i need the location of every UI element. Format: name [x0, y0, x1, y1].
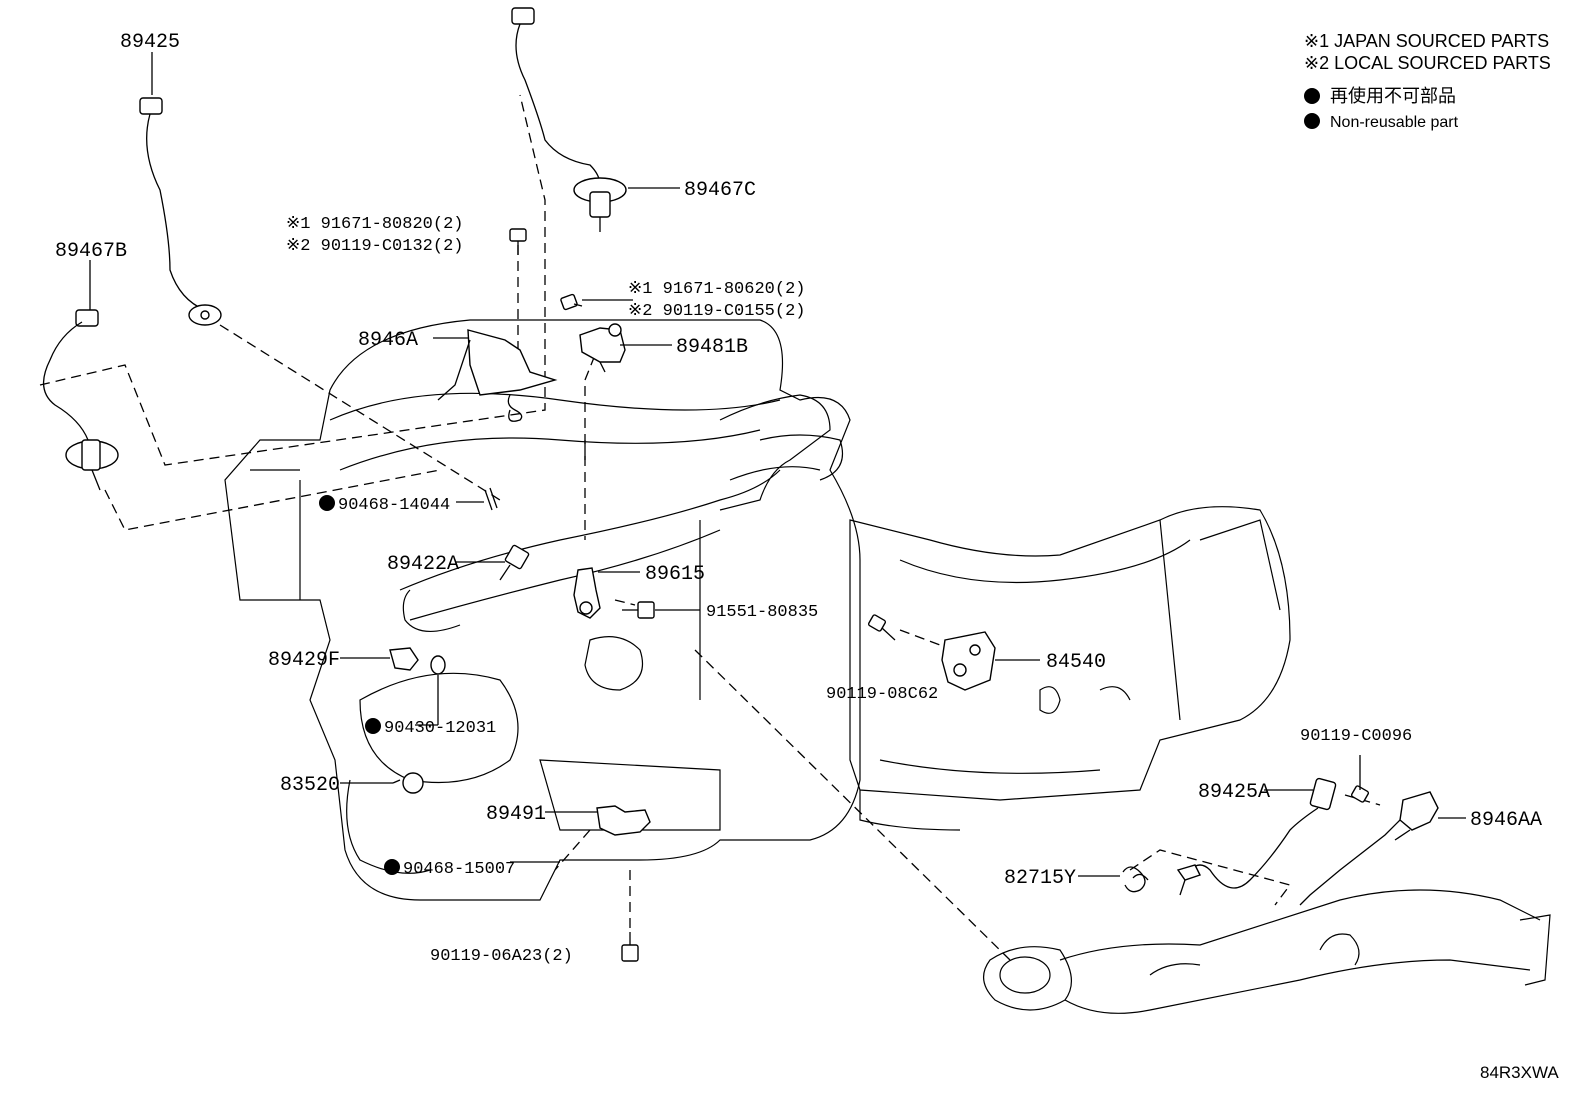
leader-lines — [89, 52, 1466, 877]
legend: ※1 JAPAN SOURCED PARTS ※2 LOCAL SOURCED … — [1304, 31, 1551, 131]
oxygen-sensor-89425A — [1176, 777, 1337, 896]
label-89481B: 89481B — [676, 336, 748, 359]
label-89467B: 89467B — [55, 240, 127, 263]
bracket-8946AA — [1299, 791, 1439, 906]
label-83520: 83520 — [280, 774, 340, 797]
nonreusable-dot-icon — [384, 859, 400, 875]
label-90468-14044: 90468-14044 — [338, 496, 450, 515]
temp-sensor-89422A — [499, 544, 530, 581]
bolt-91671-80820 — [509, 228, 527, 255]
label-90119-06A23: 90119-06A23(2) — [430, 947, 573, 966]
label-89491: 89491 — [486, 803, 546, 826]
oxygen-sensor-89467C — [511, 7, 627, 232]
label-82715Y: 82715Y — [1004, 867, 1076, 890]
knock-sensor-89615 — [573, 567, 601, 619]
legend-nonreusable-english: Non-reusable part — [1330, 114, 1459, 131]
label-89429F: 89429F — [268, 649, 340, 672]
label-bolt-1-local: ※2 90119-C0132(2) — [286, 237, 463, 256]
bolt-90119-06A23 — [621, 932, 639, 962]
oxygen-sensor-89425 — [139, 97, 222, 326]
label-90119-08C62: 90119-08C62 — [826, 685, 938, 704]
label-90119-C0096: 90119-C0096 — [1300, 727, 1412, 746]
label-bolt-2-japan: ※1 91671-80620(2) — [628, 280, 805, 299]
label-91551-80835: 91551-80835 — [706, 603, 818, 622]
label-89425A: 89425A — [1198, 781, 1270, 804]
exhaust-pipe — [983, 889, 1551, 1014]
reference-lines — [39, 94, 1381, 961]
label-84540: 84540 — [1046, 651, 1106, 674]
illustration-reference-code: 84R3XWA — [1480, 1063, 1559, 1082]
sensor-89491 — [596, 805, 651, 836]
clamp-90468-14044 — [484, 487, 498, 511]
bolt-90119-08C62 — [867, 614, 896, 641]
nonreusable-dot-icon — [1304, 113, 1320, 129]
label-89425: 89425 — [120, 31, 180, 54]
sensor-89429F — [389, 647, 446, 675]
nonreusable-dot-icon — [319, 495, 335, 511]
switch-84540 — [941, 631, 996, 691]
bolt-91551-80835 — [622, 601, 655, 619]
legend-japan-sourced: ※1 JAPAN SOURCED PARTS — [1304, 31, 1549, 51]
label-89615: 89615 — [645, 563, 705, 586]
label-89422A: 89422A — [387, 553, 459, 576]
label-bolt-1-japan: ※1 91671-80820(2) — [286, 215, 463, 234]
sender-83520 — [392, 772, 424, 794]
nonreusable-dot-icon — [1304, 88, 1320, 104]
oxygen-sensor-89467B — [43, 309, 119, 491]
legend-local-sourced: ※2 LOCAL SOURCED PARTS — [1304, 53, 1551, 73]
label-89467C: 89467C — [684, 179, 756, 202]
bolt-91671-80620 — [560, 293, 583, 311]
clamp-82715Y — [1122, 866, 1149, 893]
label-90430-12031: 90430-12031 — [384, 719, 496, 738]
bolt-90119-C0096 — [1350, 785, 1370, 803]
label-90468-15007: 90468-15007 — [403, 860, 515, 879]
nonreusable-dot-icon — [365, 718, 381, 734]
label-8946AA: 8946AA — [1470, 809, 1542, 832]
label-8946A: 8946A — [358, 329, 418, 352]
legend-nonreusable-japanese: 再使用不可部品 — [1330, 86, 1456, 106]
pressure-sensor-89481B — [579, 323, 626, 373]
label-bolt-2-local: ※2 90119-C0155(2) — [628, 302, 805, 321]
engine-assembly — [224, 319, 1291, 901]
bracket-8946A — [437, 329, 558, 422]
